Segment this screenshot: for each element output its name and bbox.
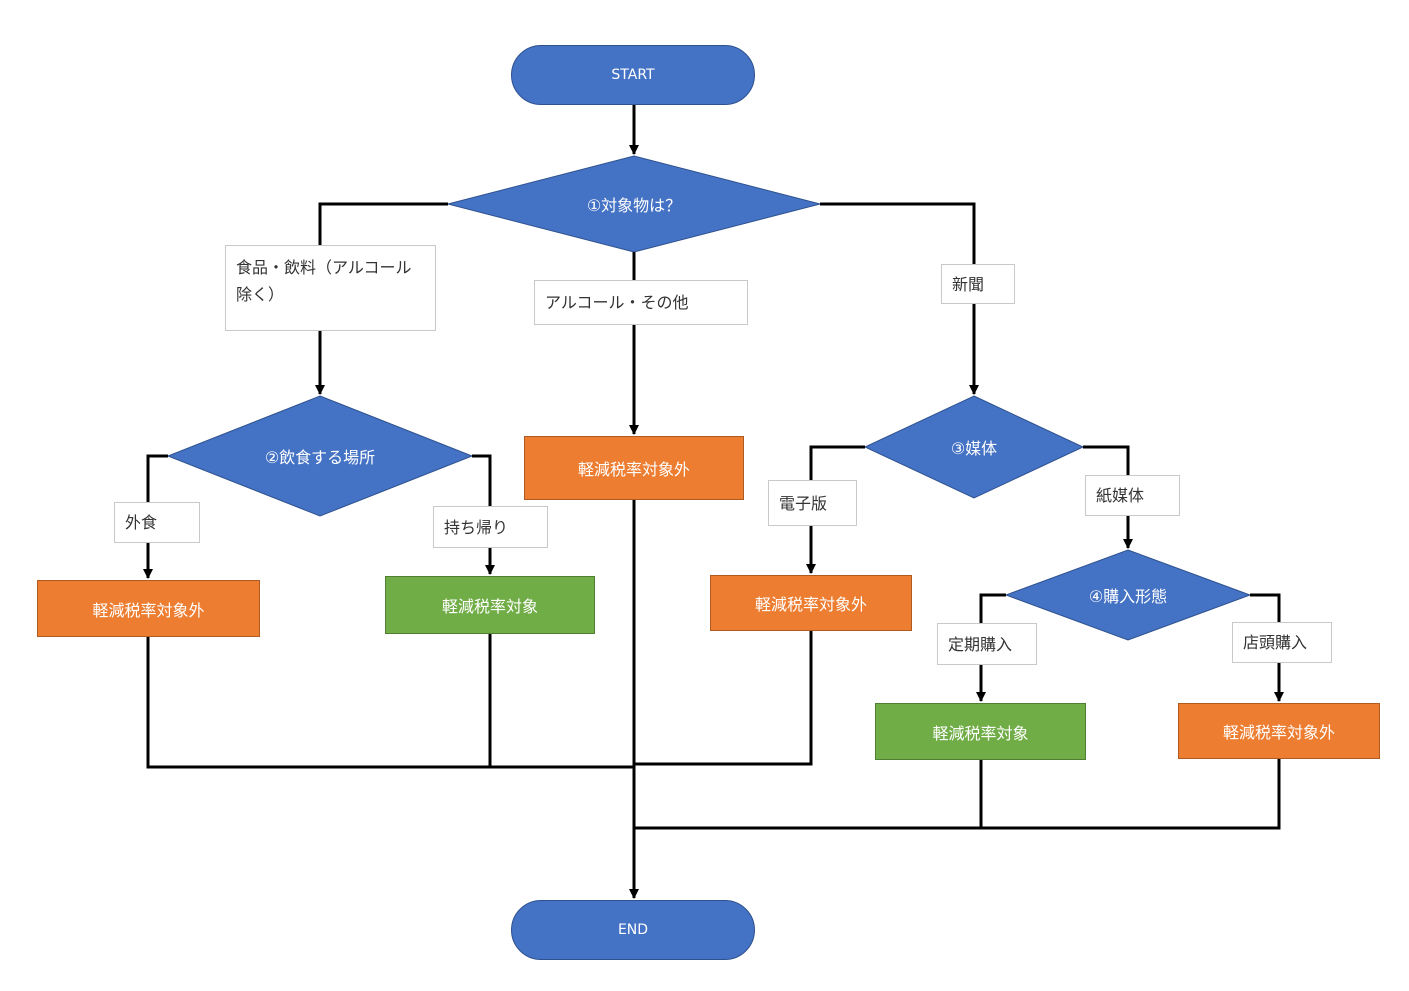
decision-q4-shape — [1004, 549, 1252, 641]
end-terminal: END — [511, 900, 755, 960]
connector-store-merge — [981, 758, 1281, 830]
branch-label-food: 食品・飲料（アルコール除く） — [225, 245, 436, 331]
connector-q4-store — [1250, 593, 1284, 702]
decision-q4-label: ④購入形態 — [1088, 587, 1168, 606]
decision-q1-label: ①対象物は？ — [586, 196, 682, 215]
decision-q2-shape — [166, 395, 474, 517]
branch-label-newspaper: 新聞 — [941, 264, 1015, 304]
start-terminal: START — [511, 45, 755, 105]
connector-digital-merge — [634, 630, 813, 766]
branch-label-digital: 電子版 — [768, 480, 857, 526]
result-alcohol-other: 軽減税率対象外 — [524, 436, 744, 500]
branch-label-store: 店頭購入 — [1232, 622, 1332, 663]
decision-q3-label: ③媒体 — [950, 439, 998, 458]
branch-label-alcohol-other: アルコール・その他 — [534, 280, 748, 325]
branch-label-subscription: 定期購入 — [937, 623, 1037, 665]
result-store: 軽減税率対象外 — [1178, 703, 1380, 759]
decision-q3-shape — [863, 395, 1085, 499]
result-digital: 軽減税率対象外 — [710, 575, 912, 631]
result-subscription: 軽減税率対象 — [875, 703, 1086, 760]
connector-q3-digital — [806, 445, 865, 574]
connector-subscription-merge — [634, 759, 983, 830]
result-dine-in: 軽減税率対象外 — [37, 580, 260, 637]
decision-q2-label: ②飲食する場所 — [264, 448, 376, 467]
connector-q4-subscription — [976, 593, 1006, 702]
connector-q1-q3 — [820, 202, 979, 395]
connector-dinein-merge — [146, 636, 634, 769]
result-takeout: 軽減税率対象 — [385, 576, 595, 634]
branch-label-takeout: 持ち帰り — [433, 506, 548, 548]
branch-label-paper: 紙媒体 — [1085, 475, 1180, 516]
branch-label-dine-in: 外食 — [114, 502, 200, 543]
